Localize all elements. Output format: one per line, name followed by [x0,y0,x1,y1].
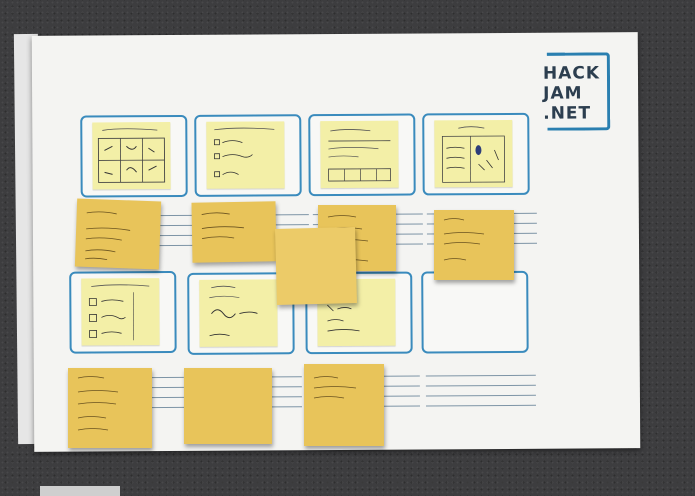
sketch-note-1 [92,122,170,189]
sticky-note-loose [275,227,357,305]
story-card-3 [308,114,415,197]
sketch-note-5 [81,278,159,345]
handwriting-2 [191,201,276,262]
sketch-note-2 [206,121,284,188]
sketch-grid-icon [92,122,170,189]
sketch-checklist-icon [206,121,284,188]
floor-paper-strip [40,486,120,496]
handwriting-7 [304,364,384,446]
logo-line-net: .NET [541,104,593,123]
sketch-code-icon [199,279,277,346]
story-card-1 [80,115,187,198]
sticky-note-1 [75,199,161,270]
handwriting-1 [75,199,161,270]
sketch-dashboard-icon [434,120,512,187]
sketch-form-icon [320,121,398,188]
story-card-4 [422,113,529,196]
logo-line-jam: JAM [541,84,585,103]
sticky-note-2 [191,201,276,262]
sticky-note-4 [434,210,514,280]
sketch-note-3 [320,121,398,188]
notes-lines-8 [426,373,536,418]
story-card-2 [194,114,301,197]
hackjam-logo: HACK JAM .NET [537,52,609,127]
sticky-note-7 [304,364,384,446]
sketch-note-4 [434,120,512,187]
story-card-5 [69,271,176,354]
logo-line-hack: HACK [541,64,602,83]
handwriting-4 [434,210,514,280]
sticky-note-5 [68,368,152,448]
sketch-list-icon [81,278,159,345]
story-card-8-empty [421,271,528,354]
handwriting-5 [68,368,152,448]
sticky-note-6 [184,368,272,444]
sketch-note-6 [199,279,277,346]
